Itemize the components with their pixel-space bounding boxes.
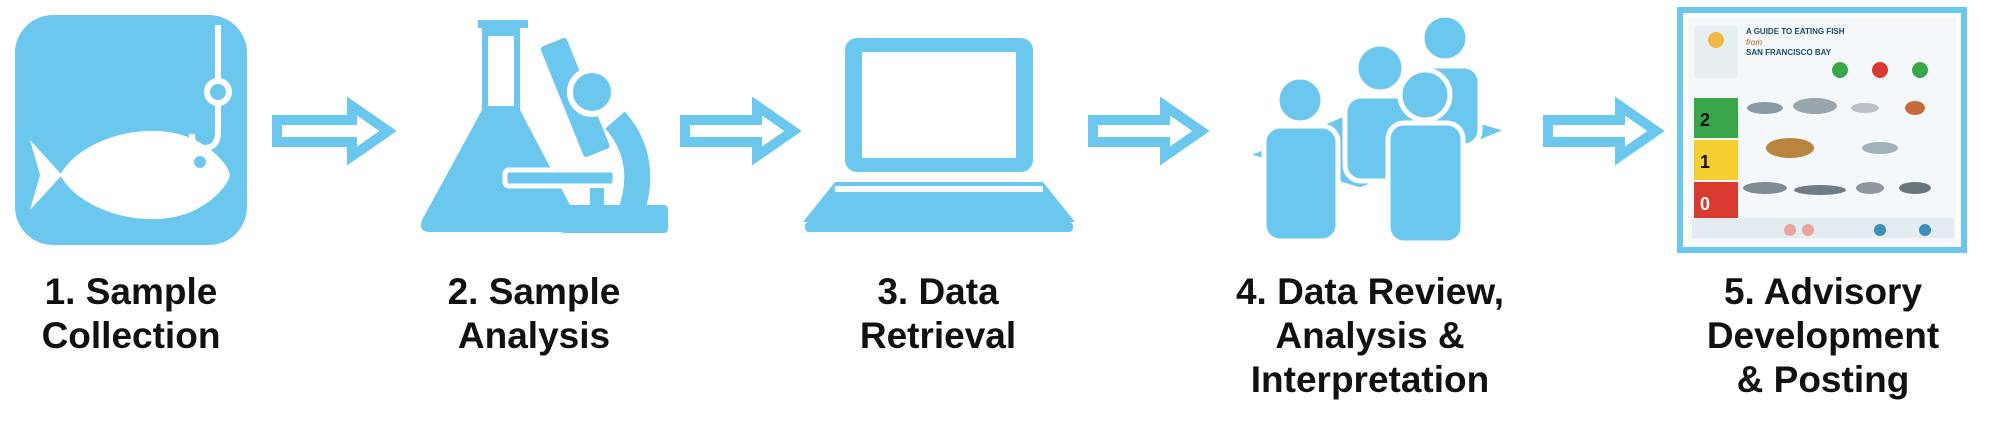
step-2-label-line1: 2. Sample	[447, 271, 621, 312]
step-2-label-line2: Analysis	[457, 315, 611, 356]
step-3-label: 3. Data Retrieval	[773, 270, 1103, 358]
step-5-label: 5. Advisory Development & Posting	[1658, 270, 1988, 402]
step-1-label-line2: Collection	[41, 315, 221, 356]
right-arrow-icon	[1088, 96, 1210, 166]
laptop-icon	[803, 38, 1075, 232]
poster-title-line1: A GUIDE TO EATING FISH	[1746, 27, 1845, 36]
step-4-label-line1: 4. Data Review,	[1235, 271, 1505, 312]
step-5-label-line1: 5. Advisory	[1723, 271, 1923, 312]
lab-flask-microscope-icon	[421, 20, 668, 233]
step-3-label-line2: Retrieval	[859, 315, 1017, 356]
right-arrow-icon	[272, 96, 397, 166]
step-1-label-line1: 1. Sample	[44, 271, 218, 312]
team-review-icon	[1237, 12, 1518, 246]
step-5-label-line3: & Posting	[1736, 359, 1910, 400]
step-4-label-line2: Analysis &	[1275, 315, 1465, 356]
step-4-label-line3: Interpretation	[1250, 359, 1490, 400]
right-arrow-icon	[1543, 96, 1665, 166]
step-1-label: 1. Sample Collection	[0, 270, 296, 358]
advisory-poster-icon: A GUIDE TO EATING FISH from SAN FRANCISC…	[1677, 7, 1967, 253]
step-5-label-line2: Development	[1706, 315, 1940, 356]
step-2-label: 2. Sample Analysis	[369, 270, 699, 358]
step-3-label-line1: 3. Data	[877, 271, 999, 312]
step-4-label: 4. Data Review, Analysis & Interpretatio…	[1205, 270, 1535, 402]
poster-serving-1: 1	[1700, 152, 1710, 172]
poster-title-from: from	[1746, 38, 1762, 47]
poster-title-line2: SAN FRANCISCO BAY	[1746, 48, 1832, 57]
poster-serving-0: 0	[1700, 194, 1710, 214]
fish-on-hook-icon	[15, 15, 247, 245]
right-arrow-icon	[680, 96, 802, 166]
poster-serving-2: 2	[1700, 110, 1710, 130]
